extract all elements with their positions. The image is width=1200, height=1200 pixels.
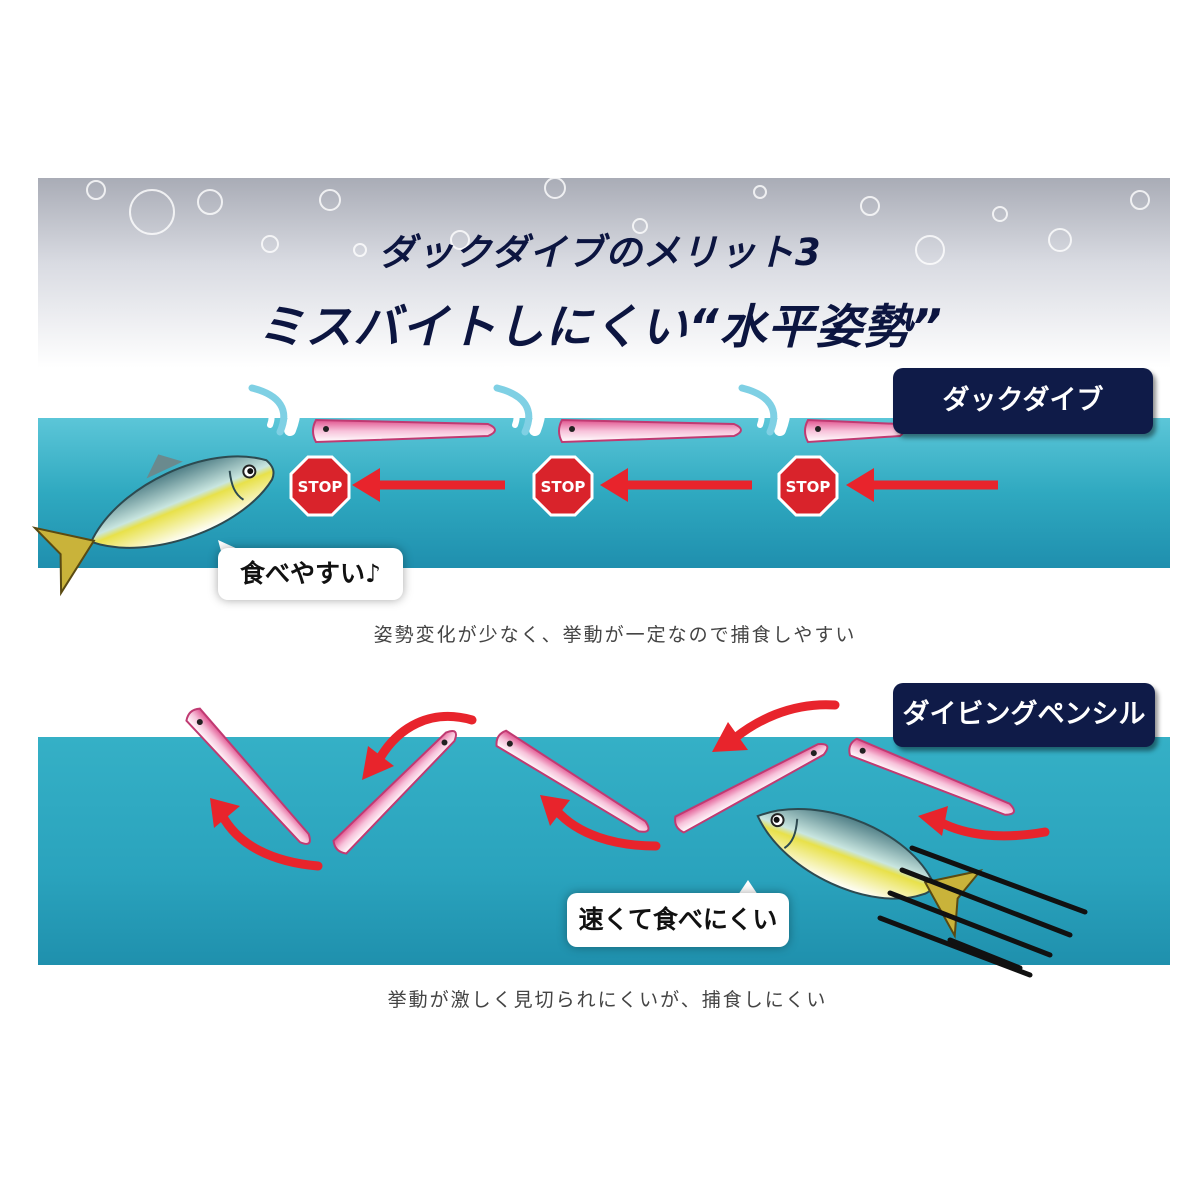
- stop-sign-icon: STOP: [289, 455, 351, 517]
- stop-sign-text: STOP: [298, 478, 343, 496]
- stop-sign-text: STOP: [541, 478, 586, 496]
- speech-bubble-tail: [738, 880, 758, 895]
- yellowtail-fish-icon: [31, 454, 275, 597]
- arrow-left: [846, 468, 998, 502]
- caption-diving-pencil: 挙動が激しく見切られにくいが、捕食しにくい: [387, 989, 828, 1011]
- header-background: [38, 178, 1170, 368]
- stop-sign-icon: STOP: [777, 455, 839, 517]
- lure-diving: [332, 730, 457, 855]
- speed-lines: [877, 845, 1088, 978]
- lure-diving: [185, 707, 311, 845]
- title-line-2: ミスバイトしにくい“水平姿勢”: [257, 300, 943, 355]
- lure-diving: [674, 742, 829, 834]
- arrow-left: [600, 468, 752, 502]
- stop-sign-icon: STOP: [532, 455, 594, 517]
- speech-bubble-easy-to-eat: 食べやすい♪: [218, 548, 403, 600]
- lure-diving: [848, 737, 1015, 816]
- label-badge-diving-pencil: ダイビングペンシル: [893, 683, 1155, 747]
- label-badge-duck-dive: ダックダイブ: [893, 368, 1153, 434]
- lure-horizontal: [558, 418, 742, 444]
- caption-duck-dive: 姿勢変化が少なく、挙動が一定なので捕食しやすい: [373, 624, 857, 646]
- curved-arrow: [217, 700, 1050, 871]
- bubble-decoration: [86, 177, 1150, 265]
- lure-diving: [495, 729, 650, 833]
- stop-sign-text: STOP: [786, 478, 831, 496]
- lure-horizontal: [312, 418, 496, 444]
- title-line-1: ダックダイブのメリット3: [378, 231, 822, 274]
- arrow-left: [352, 468, 505, 502]
- curved-arrow-head: [210, 722, 948, 836]
- speech-bubble-hard-to-eat: 速くて食べにくい: [567, 893, 789, 947]
- splash-icon: [247, 366, 791, 436]
